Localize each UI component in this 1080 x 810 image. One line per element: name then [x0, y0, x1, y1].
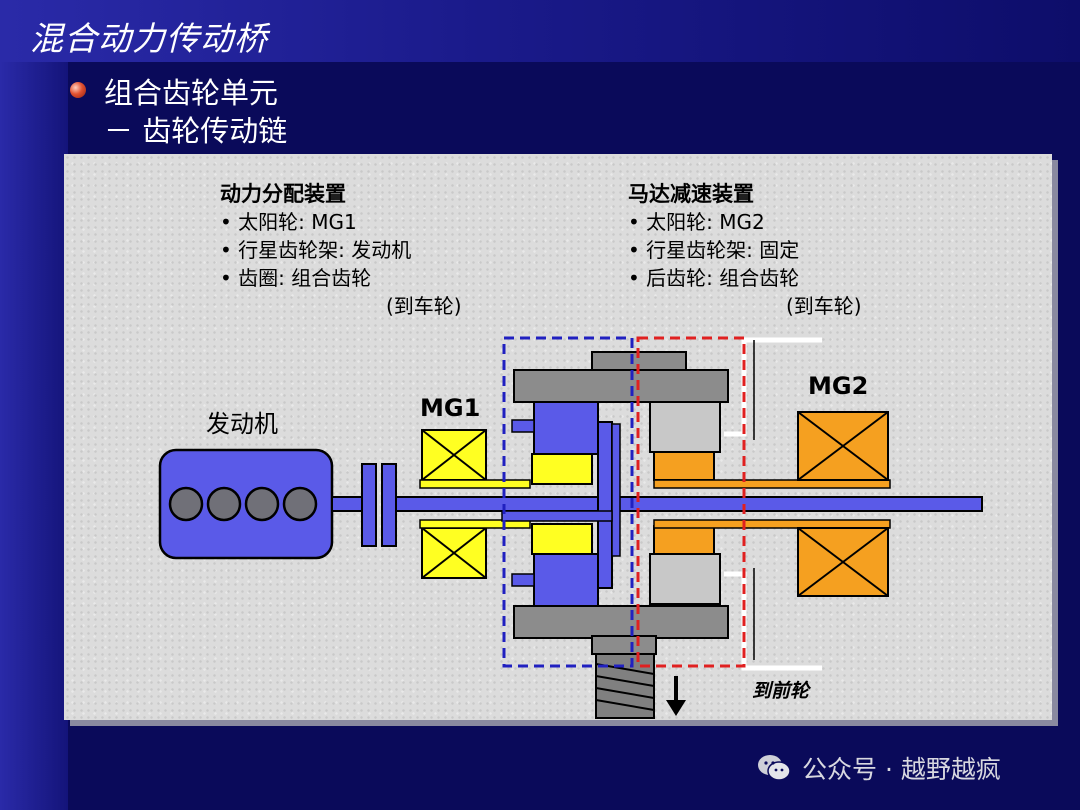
power-split-item: • 行星齿轮架: 发动机	[220, 238, 412, 262]
motor-reduction-item: • 后齿轮: 组合齿轮	[628, 266, 800, 290]
engine-cylinder	[244, 486, 280, 522]
mg2-rotor-shaft	[653, 519, 891, 529]
planet-pinion-lower	[533, 553, 599, 607]
sub-bullet-text: － 齿轮传动链	[104, 114, 288, 148]
reduction-sun-upper	[653, 451, 715, 481]
motor-reduction-note: (到车轮)	[786, 294, 862, 318]
motor-reduction-item: • 太阳轮: MG2	[628, 210, 765, 234]
mg2-label: MG2	[808, 372, 869, 400]
wechat-icon	[756, 753, 792, 783]
engine-label: 发动机	[206, 410, 278, 438]
power-split-heading: 动力分配装置	[220, 182, 346, 206]
carrier-arm	[597, 421, 613, 589]
motor-reduction-heading: 马达减速装置	[628, 182, 754, 206]
watermark: 公众号 · 越野越疯	[756, 748, 1001, 788]
motor-reduction-item: • 行星齿轮架: 固定	[628, 238, 800, 262]
carrier-arm	[611, 423, 621, 557]
title-bar	[0, 0, 1080, 62]
gear-train-drawing	[158, 336, 983, 719]
planet-pinion-upper	[533, 401, 599, 455]
power-split-box	[502, 336, 634, 668]
carrier-plate	[501, 510, 613, 522]
engine-cylinder	[282, 486, 318, 522]
bullet-text: 组合齿轮单元	[104, 76, 279, 110]
arrow-down-icon	[666, 700, 686, 716]
sun-gear-lower	[531, 523, 593, 555]
fixed-case-upper	[724, 337, 822, 437]
counter-drive-hub	[591, 635, 657, 655]
mg1-label: MG1	[420, 394, 481, 422]
power-split-item: • 太阳轮: MG1	[220, 210, 357, 234]
front-wheel-label: 到前轮	[752, 680, 810, 702]
ring-gear-lower	[513, 605, 729, 639]
reduction-pinion-upper	[649, 401, 721, 453]
power-split-note: (到车轮)	[386, 294, 462, 318]
gear-train-diagram: 动力分配装置 • 太阳轮: MG1 • 行星齿轮架: 发动机 • 齿圈: 组合齿…	[64, 154, 1052, 720]
bullet-icon	[70, 82, 86, 98]
engine-cylinder	[168, 486, 204, 522]
power-split-item: • 齿圈: 组合齿轮	[220, 266, 372, 290]
slide-title: 混合动力传动桥	[30, 19, 268, 58]
damper-flange	[361, 463, 377, 547]
left-decoration-strip	[0, 62, 68, 810]
mg2-rotor-shaft	[653, 479, 891, 489]
motor-reduction-box	[636, 336, 746, 668]
mg1-rotor-shaft	[419, 519, 531, 529]
planet-shaft	[511, 573, 535, 587]
reduction-sun-lower	[653, 525, 715, 555]
damper-flange	[381, 463, 397, 547]
sun-gear-upper	[531, 453, 593, 485]
ring-gear-upper	[513, 369, 729, 403]
engine-cylinder	[206, 486, 242, 522]
mg1-rotor-shaft	[419, 479, 531, 489]
reduction-pinion-lower	[649, 553, 721, 605]
watermark-text: 公众号 · 越野越疯	[802, 755, 1001, 784]
planet-shaft	[511, 419, 535, 433]
input-shaft	[395, 496, 983, 512]
